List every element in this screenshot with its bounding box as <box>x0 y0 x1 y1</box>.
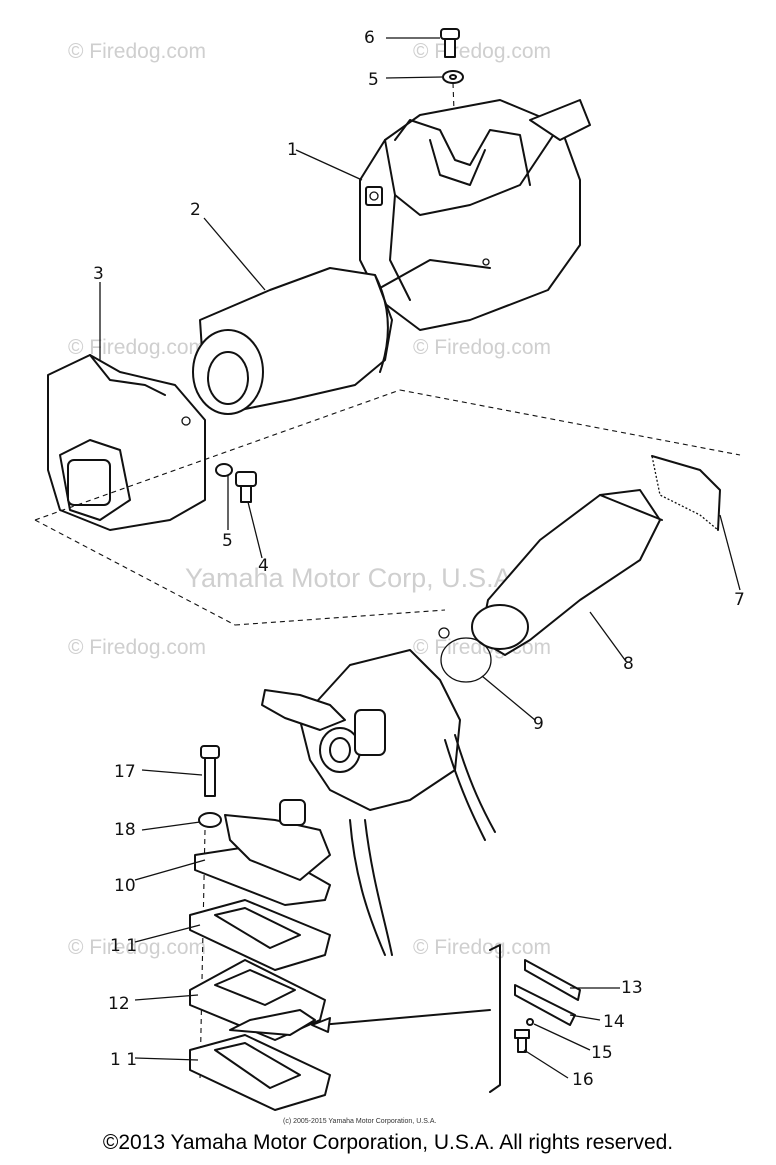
callout-2: 2 <box>190 200 201 220</box>
callout-9: 9 <box>533 714 544 734</box>
gasket-part-7 <box>651 455 721 532</box>
callout-14: 14 <box>603 1012 625 1032</box>
filter-element-part-2 <box>192 267 393 415</box>
washer-part-5-lower <box>215 463 233 477</box>
watermark: © Firedog.com <box>413 336 552 359</box>
washer-part-15 <box>526 1018 534 1026</box>
watermark: © Firedog.com <box>68 336 207 359</box>
air-box-cover-part-3 <box>47 354 206 531</box>
air-box-case-part-1 <box>359 99 591 331</box>
callout-12: 12 <box>108 994 130 1014</box>
callout-8: 8 <box>623 654 634 674</box>
watermark: © Firedog.com <box>68 936 207 959</box>
bolt-part-17 <box>200 745 220 797</box>
washer-part-18 <box>198 812 222 828</box>
callout-4: 4 <box>258 556 269 576</box>
reed-petal-part-14 <box>514 984 576 1026</box>
copyright-footer: ©2013 Yamaha Motor Corporation, U.S.A. A… <box>102 1131 674 1154</box>
watermark: © Firedog.com <box>68 40 207 63</box>
callout-11: 1 1 <box>110 936 138 956</box>
clamp-part-9 <box>440 637 492 683</box>
reed-block-part-12 <box>189 959 326 1041</box>
callout-7: 7 <box>734 590 745 610</box>
callout-13: 13 <box>621 978 643 998</box>
callout-1: 1 <box>287 140 298 160</box>
watermark: © Firedog.com <box>413 936 552 959</box>
callout-10: 10 <box>114 876 136 896</box>
callout-15: 15 <box>591 1043 613 1063</box>
callout-11: 1 1 <box>110 1050 138 1070</box>
callout-16: 16 <box>572 1070 594 1090</box>
watermark: © Firedog.com <box>68 636 207 659</box>
intake-manifold-part-10 <box>194 799 331 906</box>
screw-part-16 <box>514 1029 530 1053</box>
gasket-part-11-lower <box>189 1034 331 1111</box>
intake-duct-part-8 <box>471 489 663 656</box>
callout-18: 18 <box>114 820 136 840</box>
callout-5: 5 <box>368 70 379 90</box>
bolt-part-6 <box>440 28 460 58</box>
reed-stopper-part-13 <box>524 959 581 1001</box>
callout-5: 5 <box>222 531 233 551</box>
watermark-center: Yamaha Motor Corp, U.S.A. <box>185 563 520 593</box>
callout-3: 3 <box>93 264 104 284</box>
callout-6: 6 <box>364 28 375 48</box>
carburetor-assembly <box>261 649 496 956</box>
screw-part-4 <box>235 471 257 503</box>
gasket-part-11-upper <box>189 899 331 971</box>
small-copyright: (c) 2005-2015 Yamaha Motor Corporation, … <box>283 1118 437 1125</box>
callout-17: 17 <box>114 762 136 782</box>
